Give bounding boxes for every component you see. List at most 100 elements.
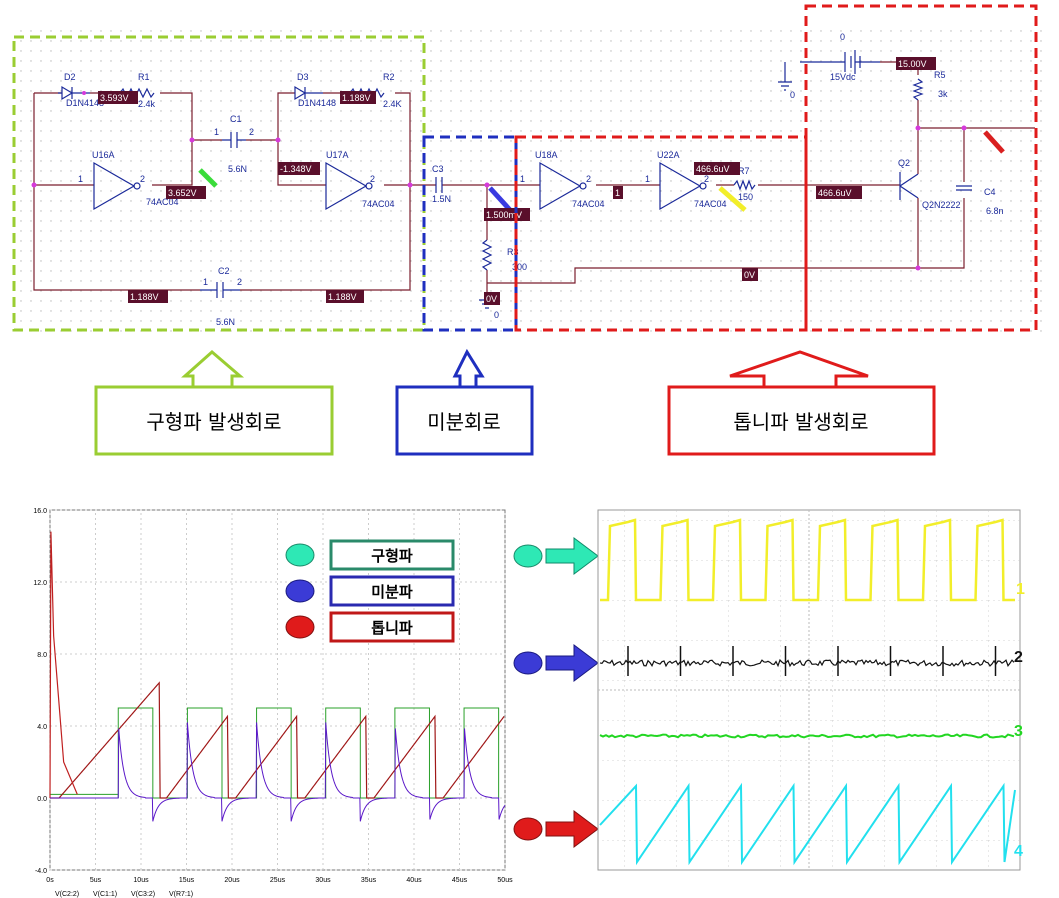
x-tick-label: 25us — [270, 877, 286, 884]
x-tick-label: 20us — [224, 877, 240, 884]
voltage-v9: 466.6uV — [818, 188, 852, 198]
c2-value: 5.6N — [216, 317, 235, 327]
scope-trace-saw — [599, 782, 1016, 866]
u16-model: 74AC04 — [146, 197, 179, 207]
probe-icons — [198, 130, 1005, 212]
u22-pin2: 2 — [704, 174, 709, 184]
q2-model: Q2N2222 — [922, 200, 961, 210]
c1-pin2: 2 — [249, 127, 254, 137]
chart-legend-item: V(C3:2) — [131, 891, 155, 898]
series-square — [50, 707, 500, 799]
c3-label: C3 — [432, 164, 444, 174]
u17-label: U17A — [326, 150, 349, 160]
x-tick-label: 10us — [133, 877, 149, 884]
vsource-value: 15Vdc — [830, 72, 856, 82]
u17-model: 74AC04 — [362, 199, 395, 209]
legend-diff-box — [329, 575, 455, 607]
x-tick-label: 0s — [46, 877, 54, 884]
c2-pin1: 1 — [203, 277, 208, 287]
u18-pin1: 1 — [520, 174, 525, 184]
saw-pointer-marker-icon — [513, 817, 543, 841]
gnd-label-2: 0 — [494, 310, 499, 320]
c4-label: C4 — [984, 187, 996, 197]
chart-legend-item: V(C2:2) — [55, 891, 79, 898]
voltage-v4: -1.348V — [280, 164, 312, 174]
x-tick-label: 50us — [497, 877, 513, 884]
series-initial-spike — [49, 531, 78, 799]
r7-value: 150 — [738, 192, 753, 202]
sawtooth-circuit — [530, 50, 1035, 271]
series-sawtooth — [50, 681, 505, 799]
x-tick-label: 5us — [90, 877, 102, 884]
voltage-v8: 466.6uV — [696, 164, 730, 174]
diff-pointer-arrow-icon — [545, 644, 599, 682]
voltage-v1: 3.593V — [100, 93, 129, 103]
oscilloscope-capture: 1 2 3 4 — [597, 509, 1025, 871]
r1-value: 2.4k — [138, 99, 156, 109]
c2-pin2: 2 — [237, 277, 242, 287]
diff-marker-icon — [285, 579, 315, 603]
square-pointer-marker-icon — [513, 544, 543, 568]
r7-label: R7 — [738, 166, 750, 176]
saw-circuit-box-upper — [804, 4, 1038, 332]
diff-circuit-box — [422, 135, 518, 332]
u17-pin2: 2 — [370, 174, 375, 184]
gnd-label-1: 0 — [790, 90, 795, 100]
saw-circuit-label: 톱니파 발생회로 — [733, 410, 868, 434]
diff-pointer-marker-icon — [513, 651, 543, 675]
u16-pin2: 2 — [140, 174, 145, 184]
square-pointer-arrow-icon — [545, 537, 599, 575]
u22-label: U22A — [657, 150, 680, 160]
u22-model: 74AC04 — [694, 199, 727, 209]
y-tick-label: 12.0 — [33, 580, 47, 587]
y-tick-label: 8.0 — [37, 652, 47, 659]
y-tick-label: -4.0 — [35, 868, 47, 875]
voltage-readouts: 3.593V 1.188V 3.652V -1.348V 1.188V 1.18… — [98, 57, 936, 305]
chart-legend-small: V(C2:2)V(C1:1)V(C3:2)V(R7:1) — [55, 891, 193, 898]
d2-label: D2 — [64, 72, 76, 82]
q2-label: Q2 — [898, 158, 910, 168]
voltage-v12: 0V — [744, 270, 755, 280]
scope-trace-square — [600, 518, 1015, 602]
y-tick-label: 16.0 — [33, 508, 47, 515]
voltage-v11: 0V — [486, 294, 497, 304]
voltage-v13: 1 — [615, 188, 620, 198]
waveform-legend: 구형파 미분파 톱니파 — [285, 539, 455, 643]
saw-pointer-arrow-icon — [545, 810, 599, 848]
voltage-v2: 1.188V — [342, 93, 371, 103]
scope-pointers — [513, 537, 599, 848]
r3-label: R3 — [507, 247, 519, 257]
r5-value: 3k — [938, 89, 948, 99]
voltage-v6: 1.188V — [328, 292, 357, 302]
c3-value: 1.5N — [432, 194, 451, 204]
c2-label: C2 — [218, 266, 230, 276]
scope-ch1-label: 1 — [1016, 581, 1025, 598]
square-circuit-label: 구형파 발생회로 — [146, 410, 281, 434]
c4-value: 6.8n — [986, 206, 1004, 216]
voltage-v10: 15.00V — [898, 59, 927, 69]
x-tick-label: 40us — [406, 877, 422, 884]
scope-traces — [599, 518, 1016, 866]
voltage-v3: 3.652V — [168, 188, 197, 198]
u22-pin1: 1 — [645, 174, 650, 184]
r5-label: R5 — [934, 70, 946, 80]
chart-legend-item: V(C1:1) — [93, 891, 117, 898]
scope-ch2-label: 2 — [1014, 649, 1023, 666]
y-tick-label: 4.0 — [37, 724, 47, 731]
scope-trace-flat — [599, 733, 1015, 739]
scope-ch3-label: 3 — [1014, 723, 1023, 740]
saw-label-box — [667, 385, 936, 456]
diff-arrow-icon — [452, 348, 485, 394]
u18-label: U18A — [535, 150, 558, 160]
d3-label: D3 — [297, 72, 309, 82]
c1-pin1: 1 — [214, 127, 219, 137]
square-arrow-icon — [181, 350, 245, 394]
u18-model: 74AC04 — [572, 199, 605, 209]
u16-pin1: 1 — [78, 174, 83, 184]
diff-circuit-label: 미분회로 — [427, 410, 501, 434]
voltage-v7: 1.500mV — [486, 210, 522, 220]
chart-grid — [49, 509, 506, 871]
r2-value: 2.4K — [383, 99, 402, 109]
legend-saw-box — [329, 611, 455, 643]
